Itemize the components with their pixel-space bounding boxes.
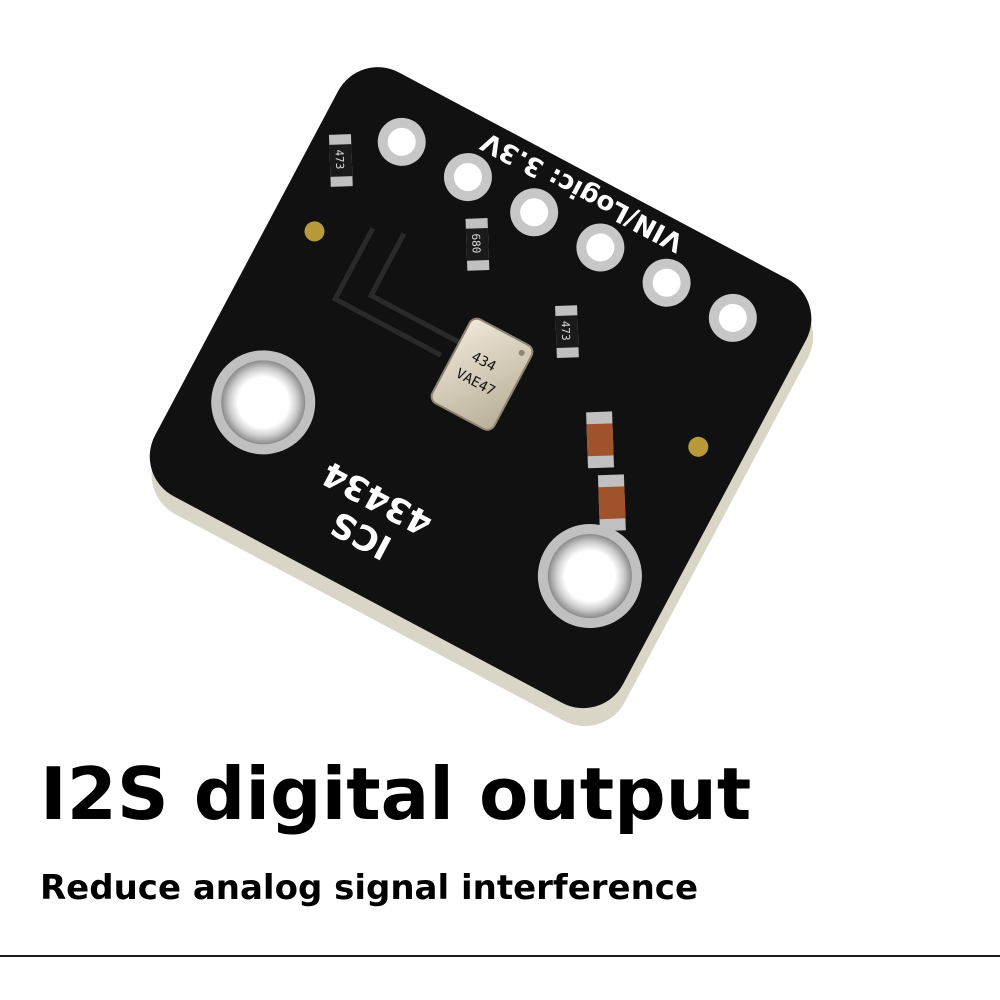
pcb-board: VIN/Logic: 3.3V 473 680 473 <box>149 67 814 727</box>
bottom-divider <box>0 955 1000 957</box>
resistor-c: 473 <box>555 305 579 359</box>
microphone-chip: 434 VAE47 <box>430 317 534 431</box>
capacitor-b <box>597 474 626 532</box>
pin-hole <box>510 188 559 237</box>
via <box>688 436 709 457</box>
svg-text:680: 680 <box>469 233 483 253</box>
mounting-hole-right <box>537 524 642 629</box>
header-pins <box>377 117 757 342</box>
svg-text:473: 473 <box>559 320 573 340</box>
pin-hole <box>443 153 492 202</box>
pin-hole <box>377 117 426 166</box>
subheadline: Reduce analog signal interference <box>40 868 699 908</box>
pcb-trace <box>331 227 443 358</box>
pin-hole <box>708 293 757 342</box>
headline: I2S digital output <box>40 752 752 836</box>
pin-hole <box>576 223 625 272</box>
resistor-b: 680 <box>465 218 490 271</box>
resistor-a: 473 <box>328 134 353 187</box>
pcb-trace <box>367 232 470 350</box>
pin-hole <box>642 258 691 307</box>
via <box>304 221 325 242</box>
mounting-hole-left <box>211 350 316 455</box>
svg-text:473: 473 <box>332 149 346 169</box>
product-photo: VIN/Logic: 3.3V 473 680 473 <box>149 67 814 727</box>
capacitor-a <box>586 411 615 469</box>
